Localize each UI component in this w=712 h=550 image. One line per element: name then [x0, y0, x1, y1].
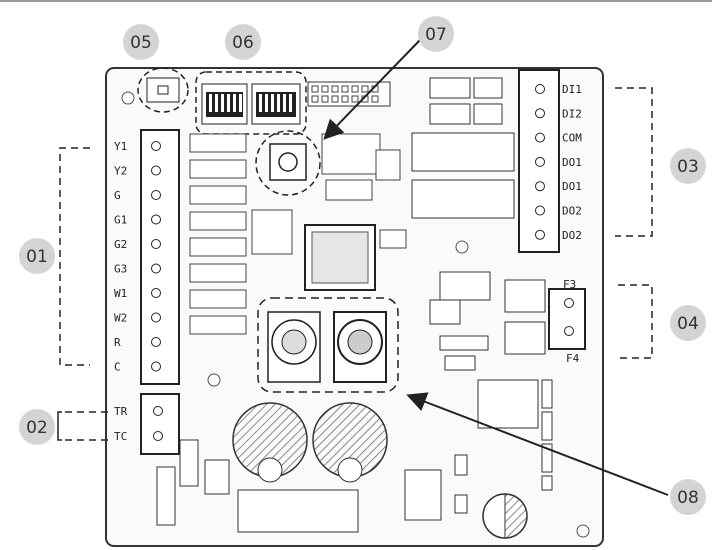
terminal-pin: [535, 132, 545, 143]
terminal-label: G: [114, 189, 121, 202]
terminal-label: C: [114, 361, 121, 374]
terminal-pin: [151, 337, 161, 347]
relays-top: [411, 77, 515, 219]
terminal-pin: [151, 141, 161, 151]
terminal-pin: [151, 165, 161, 176]
bracket-04: [618, 284, 653, 359]
component-06-dip-switches: [195, 71, 307, 135]
resistor-array: [189, 133, 247, 335]
terminal-pin: [535, 84, 545, 94]
mounting-hole: [121, 91, 135, 105]
callout-label: 06: [232, 33, 254, 53]
terminal-label: G1: [114, 214, 127, 227]
terminal-pin: [535, 108, 545, 119]
arrow-08: [406, 392, 669, 496]
terminal-pin: [564, 326, 574, 336]
microcontroller-chip: [304, 224, 376, 291]
terminal-pin: [151, 214, 161, 225]
terminal-label: COM: [562, 132, 582, 145]
terminal-pin: [535, 229, 545, 240]
component-07-push-button: [255, 130, 321, 196]
component-05-jumper: [137, 67, 189, 113]
callout-05: 05: [123, 24, 159, 60]
callout-04: 04: [670, 305, 706, 341]
bracket-02: [62, 411, 108, 441]
header-connector: [307, 81, 391, 107]
callout-label: 03: [677, 157, 699, 177]
terminal-label: DO1: [562, 180, 582, 193]
callout-label: 02: [26, 418, 48, 438]
terminal-label: G3: [114, 263, 127, 276]
bracket-02-end: [57, 411, 62, 441]
fuse-label-f3: F3: [563, 278, 576, 291]
terminal-pin: [153, 406, 163, 416]
left-terminal-pins: [151, 141, 161, 372]
fuse-label-f4: F4: [566, 352, 580, 365]
terminal-pin: [564, 298, 574, 308]
terminal-label: DO1: [562, 156, 582, 169]
terminal-label: W2: [114, 312, 127, 325]
callout-08: 08: [670, 479, 706, 515]
terminal-pin: [151, 312, 161, 323]
callout-01: 01: [19, 238, 55, 274]
buzzer: [482, 493, 528, 539]
right-ic: [429, 271, 546, 429]
terminal-pin: [535, 205, 545, 216]
terminal-pin: [151, 288, 161, 298]
bracket-01: [59, 147, 90, 366]
terminal-label-tc: TC: [114, 430, 127, 443]
terminal-label: Y1: [114, 140, 127, 153]
capacitors: [232, 402, 388, 483]
callout-label: 08: [677, 488, 699, 508]
terminal-pin: [151, 239, 161, 249]
arrow-07: [323, 39, 421, 140]
terminal-label: G2: [114, 238, 127, 251]
fuse-holders: [541, 379, 553, 491]
callout-02: 02: [19, 409, 55, 445]
misc-chips: [251, 133, 407, 255]
mounting-hole: [455, 240, 469, 254]
terminal-pin: [151, 361, 161, 372]
terminal-label: Y2: [114, 165, 127, 178]
callout-06: 06: [225, 24, 261, 60]
callout-07: 07: [418, 16, 454, 52]
terminal-label: DI1: [562, 83, 582, 96]
mounting-hole: [207, 373, 221, 387]
tr-tc-terminal-block: [140, 393, 180, 455]
callout-label: 04: [677, 314, 699, 334]
terminal-pin: [535, 156, 545, 167]
terminal-label: R: [114, 336, 121, 349]
callout-label: 01: [26, 247, 48, 267]
callout-label: 07: [425, 25, 447, 45]
terminal-label-tr: TR: [114, 405, 128, 418]
right-terminal-block: [518, 69, 560, 253]
bracket-03: [615, 87, 653, 237]
terminal-label: DO2: [562, 229, 582, 242]
terminal-pin: [151, 263, 161, 274]
terminal-pin: [151, 190, 161, 200]
terminal-label: DI2: [562, 107, 582, 120]
terminal-pin: [153, 431, 163, 441]
bottom-components: [156, 439, 468, 533]
right-terminal-pins: [535, 84, 545, 240]
component-08-rotary-switches: [257, 297, 399, 393]
terminal-pin: [535, 181, 545, 192]
mounting-hole: [576, 524, 590, 538]
terminal-label: DO2: [562, 205, 582, 218]
callout-03: 03: [670, 148, 706, 184]
callout-label: 05: [130, 33, 152, 53]
terminal-label: W1: [114, 287, 127, 300]
fuse-terminal-block: [548, 288, 586, 350]
